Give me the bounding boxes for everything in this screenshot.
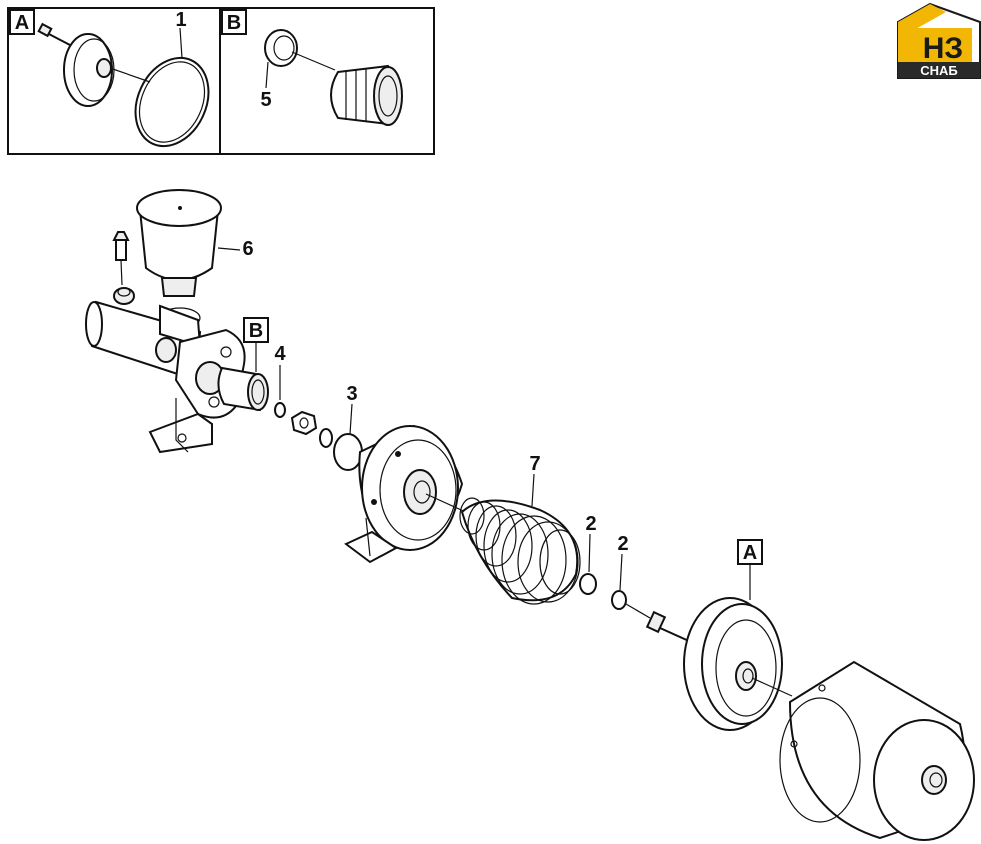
coil-spring (459, 497, 581, 605)
brand-logo: НЗ СНАБ (897, 2, 981, 79)
callout-1: 1 (175, 9, 186, 31)
master-cylinder (85, 287, 269, 454)
callout-5: 5 (260, 89, 271, 111)
inset-a-letter: A (15, 12, 29, 34)
gasket (333, 433, 363, 471)
front-housing (344, 424, 464, 564)
inset-a-piston (37, 22, 115, 107)
callout-1-leader (179, 27, 183, 59)
callout-7: 7 (529, 453, 540, 475)
piston-assembly (683, 597, 783, 731)
o-ring-a (579, 573, 597, 595)
logo-caption: СНАБ (920, 63, 958, 78)
callout-b-letter: B (249, 320, 263, 342)
logo-roof (898, 4, 946, 62)
callout-6-leader (217, 247, 241, 251)
inset-a: A 1 (9, 9, 210, 148)
inset-a-leader-line (109, 67, 151, 83)
inset-b-letter: B (227, 12, 241, 34)
inset-b-sleeve (330, 64, 403, 126)
callout-2b: 2 (617, 533, 628, 555)
small-seal (274, 402, 286, 418)
o-ring-b (611, 590, 627, 610)
hex-nut (290, 410, 318, 436)
inset-b: B 5 (221, 9, 403, 126)
cylinder-housing (779, 660, 975, 841)
inset-b-seal (264, 29, 298, 67)
inset-panels: A 1 B (7, 7, 435, 155)
bleed-nipple (112, 231, 130, 286)
callout-4: 4 (274, 343, 286, 365)
callout-3: 3 (346, 383, 357, 405)
callout-a-letter: A (743, 542, 757, 564)
callout-2a: 2 (585, 513, 596, 535)
logo-letters: НЗ (923, 32, 963, 65)
inset-b-letter-box (221, 9, 247, 35)
o-ring-small (319, 428, 333, 448)
inset-a-seal-ring (134, 56, 210, 148)
callout-6: 6 (242, 238, 253, 260)
inset-a-letter-box (9, 9, 35, 35)
reservoir (136, 189, 222, 329)
